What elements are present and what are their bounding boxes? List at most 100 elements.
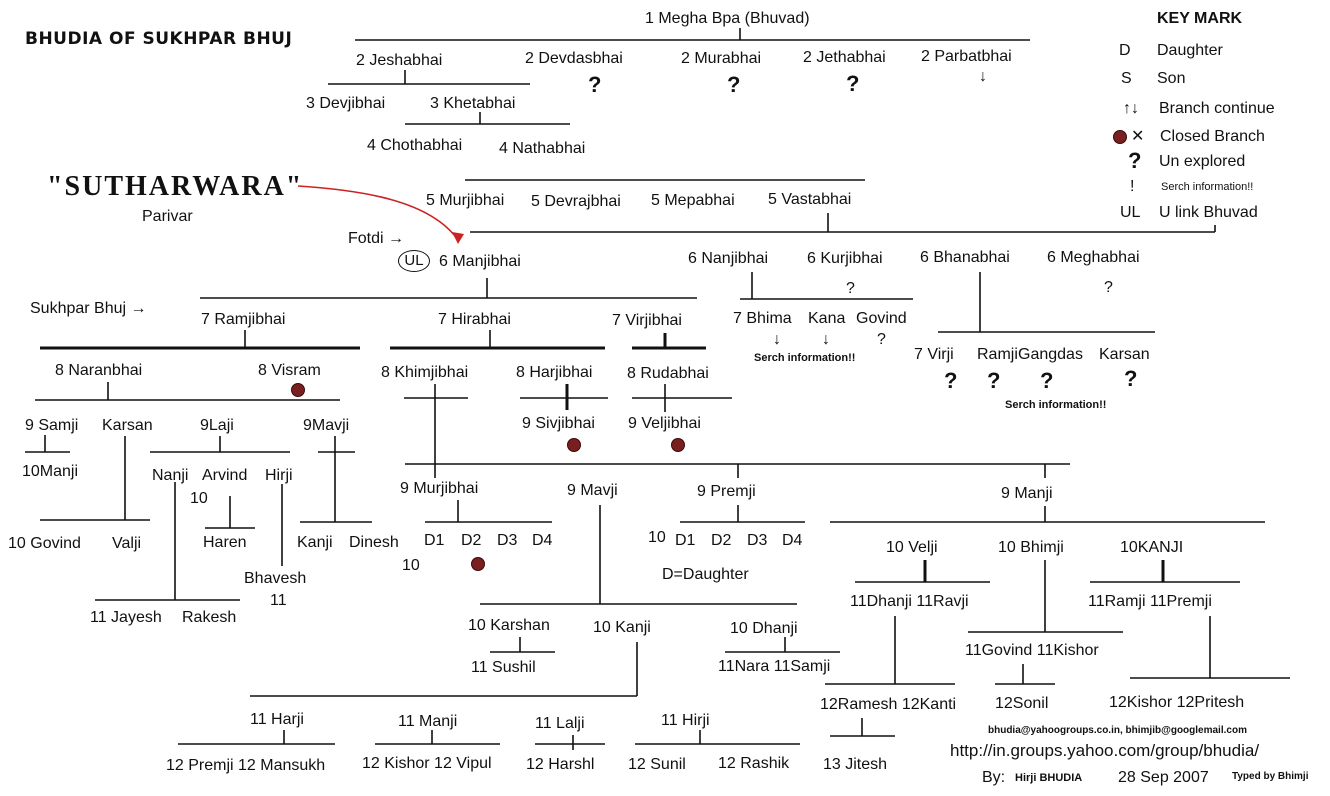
person-karsan-7: Karsan xyxy=(1099,346,1150,363)
generation-number: 10 xyxy=(648,529,666,546)
person-kanji-10a: Kanji xyxy=(297,534,333,551)
person-bhavesh: Bhavesh xyxy=(244,570,307,587)
person-naranbhai: 8 Naranbhai xyxy=(55,362,143,379)
person-govind-10: 10 Govind xyxy=(8,535,81,552)
person-arvind: Arvind xyxy=(202,467,248,484)
person-virji: 7 Virji xyxy=(914,346,954,363)
unexplored-icon: ? xyxy=(1104,279,1113,296)
daughter-d2: D2 xyxy=(711,532,732,549)
search-note: Serch information!! xyxy=(754,352,856,364)
person-chothabhai: 4 Chothabhai xyxy=(367,137,463,154)
person-laji: 9Laji xyxy=(200,417,234,434)
person-meghabhai: 6 Meghabhai xyxy=(1047,249,1140,266)
person-manji-9: 9 Manji xyxy=(1001,485,1053,502)
person-valji: Valji xyxy=(112,535,142,552)
person-govind-kishor: 11Govind 11Kishor xyxy=(965,642,1099,659)
person-karshan: 10 Karshan xyxy=(468,617,550,634)
branch-down-icon: ↓ xyxy=(979,68,987,85)
key-label-son: Son xyxy=(1157,70,1186,87)
daughter-d4: D4 xyxy=(782,532,803,549)
closed-branch-icon xyxy=(291,383,305,397)
person-ramjibhai: 7 Ramjibhai xyxy=(201,311,286,328)
unexplored-icon: ? xyxy=(727,72,741,97)
person-mepabhai: 5 Mepabhai xyxy=(651,192,735,209)
person-manjibhai: 6 Manjibhai xyxy=(439,253,521,270)
person-veljibhai: 9 Veljibhai xyxy=(628,415,701,432)
person-kurjibhai: 6 Kurjibhai xyxy=(807,250,883,267)
person-devrajbhai: 5 Devrajbhai xyxy=(531,193,621,210)
person-jeshabhai: 2 Jeshabhai xyxy=(356,52,443,69)
closed-branch-icon xyxy=(671,438,685,452)
key-sym-unexplored: ? xyxy=(1128,148,1142,173)
person-nanjibhai: 6 Nanjibhai xyxy=(688,250,769,267)
fotdi-label: Fotdi → xyxy=(348,230,405,247)
person-rakesh: Rakesh xyxy=(182,609,237,626)
key-label-ul: U link Bhuvad xyxy=(1159,204,1258,221)
footer-typed-by: Typed by Bhimji xyxy=(1232,771,1309,782)
person-haren: Haren xyxy=(203,534,247,551)
branch-down-icon: ↓ xyxy=(773,331,781,348)
daughter-d3: D3 xyxy=(747,532,768,549)
parivar-label: Parivar xyxy=(142,208,193,225)
footer-emails: bhudia@yahoogroups.co.in, bhimjib@google… xyxy=(988,725,1247,736)
key-label-daughter: Daughter xyxy=(1157,42,1223,59)
person-bhanabhai: 6 Bhanabhai xyxy=(920,249,1010,266)
person-karsan-9: Karsan xyxy=(102,417,153,434)
key-sym-branch: ↑↓ xyxy=(1123,100,1139,117)
person-bhima: 7 Bhima xyxy=(733,310,792,327)
key-heading: KEY MARK xyxy=(1157,10,1243,27)
daughter-d4: D4 xyxy=(532,532,553,549)
key-sym-closed: ✕ xyxy=(1131,128,1145,145)
generation-number: 10 xyxy=(402,557,420,574)
person-lalji: 11 Lalji xyxy=(535,715,585,732)
person-sushil: 11 Sushil xyxy=(471,659,536,676)
key-sym-search: ! xyxy=(1130,178,1135,195)
unexplored-icon: ? xyxy=(1040,368,1054,393)
key-label-unexplored: Un explored xyxy=(1159,153,1246,170)
person-premji-mansukh: 12 Premji 12 Mansukh xyxy=(166,757,326,774)
footer-by: By: xyxy=(982,769,1006,786)
person-murjibhai-5: 5 Murjibhai xyxy=(426,192,505,209)
person-murjibhai-9: 9 Murjibhai xyxy=(400,480,479,497)
person-dhanji-ravji: 11Dhanji 11Ravji xyxy=(850,593,969,610)
unexplored-icon: ? xyxy=(987,368,1001,393)
person-nara-samji: 11Nara 11Samji xyxy=(718,658,831,675)
person-premji-9: 9 Premji xyxy=(697,483,756,500)
daughter-note: D=Daughter xyxy=(662,566,749,583)
person-gangdas: Gangdas xyxy=(1018,346,1083,363)
person-virjibhai: 7 Virjibhai xyxy=(612,312,682,329)
unexplored-icon: ? xyxy=(846,280,855,297)
key-sym-s: S xyxy=(1121,70,1132,87)
person-visram: 8 Visram xyxy=(258,362,321,379)
unexplored-icon: ? xyxy=(1124,366,1138,391)
person-hirabhai: 7 Hirabhai xyxy=(438,311,511,328)
daughter-d3: D3 xyxy=(497,532,518,549)
key-label-branch: Branch continue xyxy=(1159,100,1275,117)
person-kanji-10c: 10 Kanji xyxy=(593,619,651,636)
person-samji: 9 Samji xyxy=(25,417,79,434)
person-jayesh: 11 Jayesh xyxy=(90,609,162,626)
unexplored-icon: ? xyxy=(588,72,602,97)
person-ramji-premji: 11Ramji 11Premji xyxy=(1088,593,1212,610)
unexplored-icon: ? xyxy=(877,331,886,348)
root-person: 1 Megha Bpa (Bhuvad) xyxy=(645,10,810,27)
person-sonil: 12Sonil xyxy=(995,695,1049,712)
closed-branch-icon xyxy=(1113,130,1127,144)
key-label-search: Serch information!! xyxy=(1161,181,1254,193)
generation-number: 10 xyxy=(190,490,208,507)
person-manji-11: 11 Manji xyxy=(398,713,458,730)
footer-url: http://in.groups.yahoo.com/group/bhudia/ xyxy=(950,741,1260,760)
person-sunil: 12 Sunil xyxy=(628,756,686,773)
person-rashik: 12 Rashik xyxy=(718,755,790,772)
sutharwara-label: "SUTHARWARA" xyxy=(47,171,304,202)
person-nathabhai: 4 Nathabhai xyxy=(499,140,586,157)
key-label-closed: Closed Branch xyxy=(1160,128,1265,145)
person-jethabhai: 2 Jethabhai xyxy=(803,49,886,66)
branch-down-icon: ↓ xyxy=(822,331,830,348)
unexplored-icon: ? xyxy=(944,368,958,393)
person-mavji-9a: 9Mavji xyxy=(303,417,350,434)
person-dinesh: Dinesh xyxy=(349,534,399,551)
person-dhanji-10: 10 Dhanji xyxy=(730,620,798,637)
closed-branch-icon xyxy=(567,438,581,452)
